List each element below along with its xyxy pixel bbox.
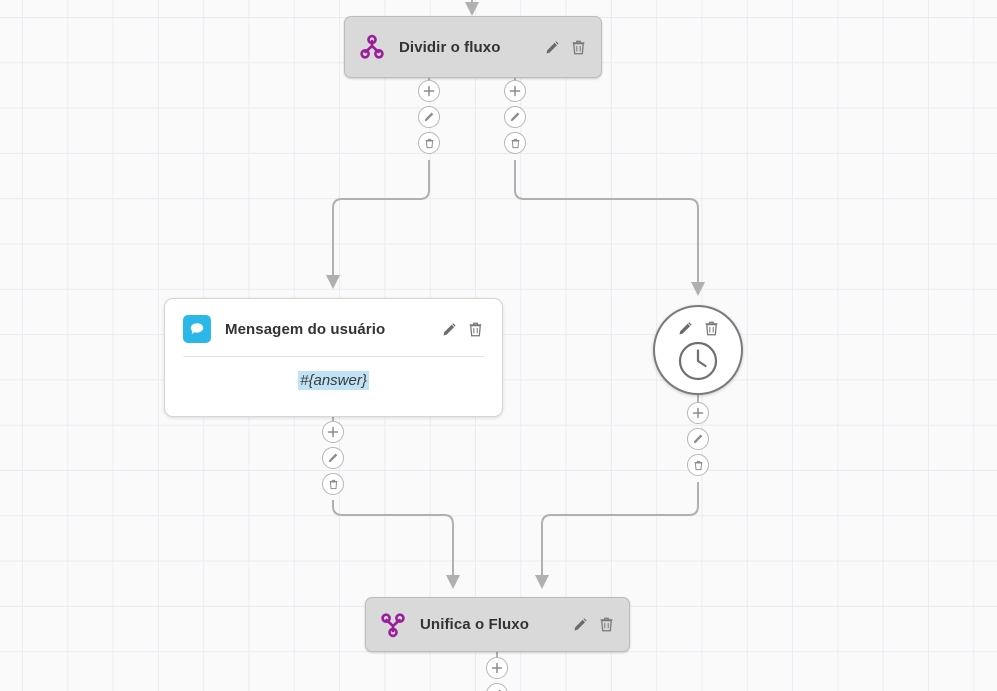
edit-icon[interactable]: [677, 320, 694, 337]
edit-icon[interactable]: [572, 616, 589, 633]
add-node-button[interactable]: [687, 402, 709, 424]
delete-icon[interactable]: [703, 320, 720, 337]
delete-connector-button[interactable]: [322, 473, 344, 495]
split-flow-icon: [359, 34, 385, 60]
add-node-button[interactable]: [486, 657, 508, 679]
connector-stack-split-right[interactable]: [504, 80, 526, 154]
edge-split-to-timer: [514, 160, 705, 296]
clock-icon: [677, 340, 719, 387]
chat-bubble-icon: [183, 315, 211, 343]
merge-flow-node[interactable]: Unifica o Fluxo: [365, 597, 630, 652]
split-flow-node[interactable]: Dividir o fluxo: [344, 16, 602, 78]
add-node-button[interactable]: [418, 80, 440, 102]
connector-stack-timer[interactable]: [687, 402, 709, 476]
user-message-body: #{answer}: [183, 357, 484, 404]
add-node-button[interactable]: [322, 421, 344, 443]
edit-connector-button[interactable]: [504, 106, 526, 128]
delete-icon[interactable]: [598, 616, 615, 633]
split-flow-title: Dividir o fluxo: [399, 38, 501, 56]
delete-connector-button[interactable]: [687, 454, 709, 476]
add-node-button[interactable]: [504, 80, 526, 102]
timer-node[interactable]: [653, 305, 743, 395]
merge-flow-icon: [380, 612, 406, 638]
delete-icon[interactable]: [570, 39, 587, 56]
answer-variable-token[interactable]: #{answer}: [298, 371, 369, 390]
delete-connector-button[interactable]: [418, 132, 440, 154]
timer-node-actions: [677, 320, 720, 337]
edit-connector-button[interactable]: [486, 683, 508, 691]
edge-split-to-message: [326, 160, 430, 289]
edge-timer-to-merge: [535, 482, 699, 589]
edit-icon[interactable]: [544, 39, 561, 56]
user-message-node[interactable]: Mensagem do usuário #{answer}: [164, 298, 503, 417]
edit-connector-button[interactable]: [418, 106, 440, 128]
delete-icon[interactable]: [467, 321, 484, 338]
connector-stack-merge[interactable]: [486, 657, 508, 691]
connector-stack-message[interactable]: [322, 421, 344, 495]
user-message-title: Mensagem do usuário: [225, 320, 386, 338]
edit-icon[interactable]: [441, 321, 458, 338]
delete-connector-button[interactable]: [504, 132, 526, 154]
split-node-actions: [544, 39, 587, 56]
user-message-header: Mensagem do usuário: [183, 315, 484, 357]
merge-node-actions: [572, 616, 615, 633]
edit-connector-button[interactable]: [322, 447, 344, 469]
connector-stack-split-left[interactable]: [418, 80, 440, 154]
edit-connector-button[interactable]: [687, 428, 709, 450]
merge-flow-title: Unifica o Fluxo: [420, 616, 530, 633]
edge-message-to-merge: [332, 500, 460, 589]
user-message-actions: [441, 321, 484, 338]
